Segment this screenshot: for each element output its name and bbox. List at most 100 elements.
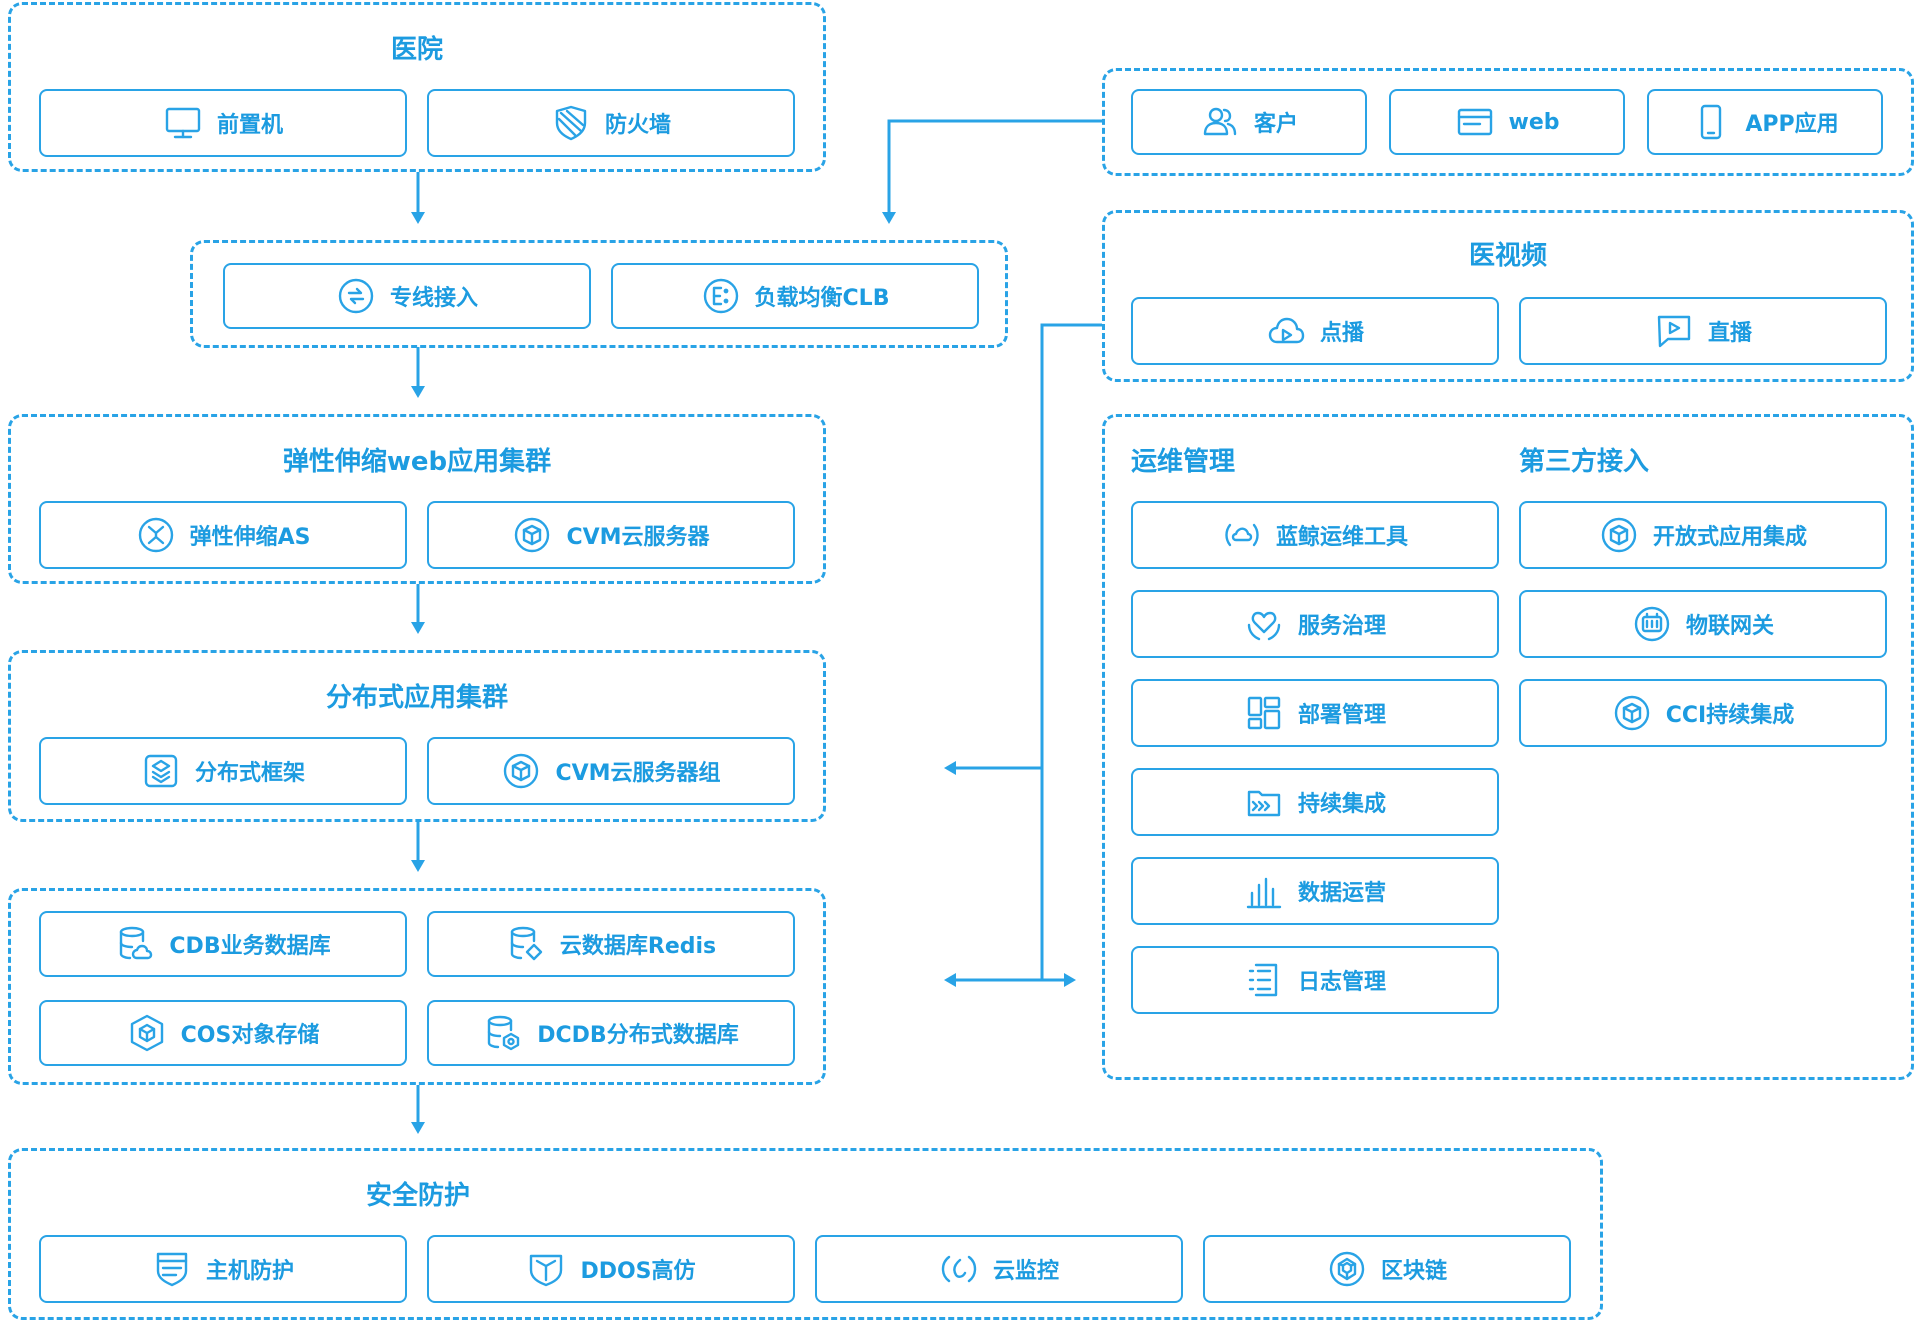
- load-balancer-icon: [703, 278, 738, 314]
- cvm-node[interactable]: CVM云服务器: [427, 501, 795, 569]
- cloud-monitor-node[interactable]: 云监控: [815, 1235, 1183, 1303]
- blockchain-icon: [1329, 1251, 1365, 1287]
- log-management-node[interactable]: 日志管理: [1131, 946, 1499, 1014]
- node-label: CVM云服务器组: [555, 761, 721, 786]
- node-label: 点播: [1319, 321, 1364, 346]
- node-label: 日志管理: [1297, 970, 1386, 995]
- cloud-play-icon: [1268, 317, 1305, 344]
- ops-title: 运维管理: [1131, 447, 1236, 477]
- live-node[interactable]: 直播: [1519, 297, 1887, 365]
- ddos-node[interactable]: DDOS高仿: [427, 1235, 795, 1303]
- node-label: 云数据库Redis: [559, 934, 717, 959]
- hospital-title: 医院: [390, 35, 443, 65]
- redis-node[interactable]: 云数据库Redis: [427, 911, 795, 977]
- cube-icon: [515, 517, 550, 553]
- access-group: 专线接入 负载均衡CLB: [190, 240, 1008, 348]
- cube-icon: [1601, 517, 1637, 553]
- node-label: 蓝鲸运维工具: [1275, 525, 1408, 550]
- continuous-integration-node[interactable]: 持续集成: [1131, 768, 1499, 836]
- clients-group: 客户 web APP应用: [1102, 68, 1914, 176]
- database-cloud-icon: [120, 926, 153, 960]
- arrowhead: [411, 212, 425, 224]
- live-play-icon: [1657, 315, 1691, 348]
- autoscale-node[interactable]: 弹性伸缩AS: [39, 501, 407, 569]
- arrowhead: [411, 860, 425, 872]
- bar-chart-icon: [1246, 877, 1282, 909]
- blockchain-node[interactable]: 区块链: [1203, 1235, 1571, 1303]
- node-label: 专线接入: [389, 286, 478, 311]
- distributed-framework-node[interactable]: 分布式框架: [39, 737, 407, 805]
- cdb-node[interactable]: CDB业务数据库: [39, 911, 407, 977]
- connector-clients-access: [887, 119, 1102, 214]
- node-label: 区块链: [1380, 1259, 1447, 1284]
- node-label: 服务治理: [1297, 614, 1386, 639]
- data-operation-node[interactable]: 数据运营: [1131, 857, 1499, 925]
- cvm-group-node[interactable]: CVM云服务器组: [427, 737, 795, 805]
- node-label: 持续集成: [1297, 792, 1386, 817]
- connector-video-vertical: [1040, 323, 1102, 980]
- third-party-title: 第三方接入: [1519, 447, 1650, 477]
- hospital-group: 医院 前置机 防火墙: [8, 2, 826, 172]
- layout-icon: [1247, 696, 1281, 730]
- node-label: 负载均衡CLB: [754, 286, 890, 311]
- arrowhead: [882, 212, 896, 224]
- distributed-group: 分布式应用集群 分布式框架 CVM云服务器组: [8, 650, 826, 822]
- framework-icon: [144, 754, 178, 788]
- distributed-title: 分布式应用集群: [325, 683, 508, 713]
- cos-node[interactable]: COS对象存储: [39, 1000, 407, 1066]
- dcdb-node[interactable]: DCDB分布式数据库: [427, 1000, 795, 1066]
- firewall-node[interactable]: 防火墙: [427, 89, 795, 157]
- elastic-group: 弹性伸缩web应用集群 弹性伸缩AS CVM云服务器: [8, 414, 826, 584]
- autoscale-icon: [138, 517, 173, 553]
- deployment-node[interactable]: 部署管理: [1131, 679, 1499, 747]
- folder-flow-icon: [1247, 790, 1281, 817]
- ops-tool-icon: [1225, 523, 1259, 547]
- database-diamond-icon: [510, 926, 543, 961]
- app-node[interactable]: APP应用: [1647, 89, 1883, 155]
- node-label: 直播: [1707, 321, 1752, 346]
- users-icon: [1203, 107, 1237, 136]
- browser-icon: [1457, 108, 1492, 136]
- security-group: 安全防护 主机防护 DDOS高仿 云监控 区块链: [8, 1148, 1603, 1320]
- node-label: 物联网关: [1685, 614, 1774, 639]
- node-label: CVM云服务器: [566, 525, 710, 550]
- vod-node[interactable]: 点播: [1131, 297, 1499, 365]
- gateway-icon: [1634, 606, 1670, 642]
- monitor-ring-icon: [941, 1255, 977, 1283]
- ddos-shield-icon: [530, 1254, 563, 1287]
- node-label: DCDB分布式数据库: [537, 1023, 739, 1048]
- arrowhead: [944, 973, 956, 987]
- node-label: COS对象存储: [180, 1023, 320, 1048]
- cci-node[interactable]: CCI持续集成: [1519, 679, 1887, 747]
- web-node[interactable]: web: [1389, 89, 1625, 155]
- iot-gateway-node[interactable]: 物联网关: [1519, 590, 1887, 658]
- node-label: 云监控: [992, 1259, 1059, 1284]
- node-label: 部署管理: [1297, 703, 1386, 728]
- arrowhead: [411, 1122, 425, 1134]
- arrowhead: [411, 386, 425, 398]
- node-label: 数据运营: [1297, 881, 1386, 906]
- host-shield-icon: [156, 1252, 188, 1287]
- database-gear-icon: [488, 1015, 520, 1051]
- load-balancer-node[interactable]: 负载均衡CLB: [611, 263, 979, 329]
- phone-icon: [1701, 104, 1722, 140]
- box-icon: [130, 1014, 163, 1052]
- video-title: 医视频: [1468, 241, 1547, 271]
- open-app-integration-node[interactable]: 开放式应用集成: [1519, 501, 1887, 569]
- video-group: 医视频 点播 直播: [1102, 210, 1914, 382]
- node-label: CDB业务数据库: [169, 934, 331, 959]
- node-label: APP应用: [1745, 112, 1839, 137]
- service-governance-node[interactable]: 服务治理: [1131, 590, 1499, 658]
- exchange-icon: [338, 278, 374, 314]
- dedicated-line-node[interactable]: 专线接入: [223, 263, 591, 329]
- security-title: 安全防护: [366, 1181, 471, 1211]
- front-end-server-node[interactable]: 前置机: [39, 89, 407, 157]
- blueking-ops-node[interactable]: 蓝鲸运维工具: [1131, 501, 1499, 569]
- customer-node[interactable]: 客户: [1131, 89, 1367, 155]
- host-protection-node[interactable]: 主机防护: [39, 1235, 407, 1303]
- node-label: 客户: [1253, 112, 1298, 137]
- arrowhead: [411, 622, 425, 634]
- heart-hand-icon: [1247, 611, 1281, 641]
- node-label: 开放式应用集成: [1652, 525, 1807, 550]
